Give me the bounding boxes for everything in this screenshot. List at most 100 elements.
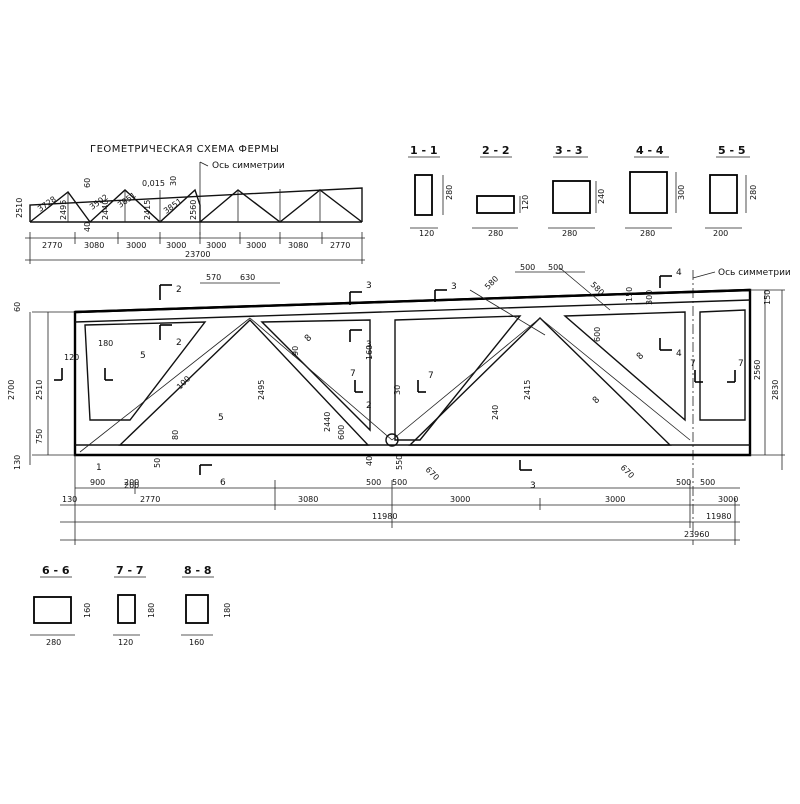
section-5-height: 280: [749, 185, 758, 200]
section-3-width: 280: [562, 229, 577, 238]
support-node: [385, 433, 399, 447]
opening-5: [408, 317, 672, 446]
section-5-title: 5 - 5: [718, 144, 746, 157]
scheme-web-left: [29, 188, 201, 224]
elev-120a: 120: [64, 353, 79, 362]
elev-500d: 500: [700, 478, 715, 487]
elev-bottom-3000b: 3000: [605, 495, 625, 504]
section-3-title: 3 - 3: [555, 144, 583, 157]
elev-bottom-130: 130: [62, 495, 77, 504]
cut-label-5b: 5: [140, 351, 146, 361]
scheme-title: ГЕОМЕТРИЧЕСКАЯ СХЕМА ФЕРМЫ: [90, 144, 279, 155]
cut-label-3: 3: [366, 281, 372, 291]
elev-left-height: 2700: [7, 380, 16, 400]
scheme-diagonal-5: 3851: [116, 191, 138, 210]
scheme-diagonal-7: 3851: [162, 197, 184, 216]
scheme-diagonal-1: 3728: [36, 195, 58, 214]
scheme-diagonal-2: 2495: [59, 200, 68, 220]
section-8-shape: [185, 594, 209, 624]
section-3-height: 240: [597, 189, 606, 204]
elev-bottom-3000c: 3000: [718, 495, 738, 504]
section-2-shape: [476, 195, 515, 214]
elev-160: 160: [365, 345, 374, 360]
scheme-total: 23700: [185, 250, 210, 259]
elev-750: 750: [35, 429, 44, 444]
symmetry-leader: [199, 161, 209, 167]
section-4-width: 280: [640, 229, 655, 238]
scheme-panel-6: 3000: [246, 241, 266, 250]
elev-180a: 180: [98, 339, 113, 348]
elev-80a: 80: [171, 430, 180, 440]
elev-bottom-3000a: 3000: [450, 495, 470, 504]
scheme-height: 2510: [15, 198, 24, 218]
elev-200a: 200: [124, 481, 139, 490]
elev-bottom-200: 200: [124, 478, 139, 487]
section-1-width: 120: [419, 229, 434, 238]
scheme-panel-3: 3000: [126, 241, 146, 250]
section-1-shape: [414, 174, 433, 216]
elev-90a: 90: [291, 346, 300, 356]
opening-1: [84, 321, 207, 421]
elev-top-580a: 580: [483, 274, 500, 291]
elev-half-right: 11980: [706, 512, 731, 521]
elev-600: 600: [337, 425, 346, 440]
scheme-panel-7: 3080: [288, 241, 308, 250]
elev-bottom-2770: 2770: [140, 495, 160, 504]
elev-bottom-3080: 3080: [298, 495, 318, 504]
elev-550: 550: [395, 455, 404, 470]
section-2-title: 2 - 2: [482, 144, 510, 157]
elev-bottom-900: 900: [90, 478, 105, 487]
elev-670b: 670: [619, 463, 636, 480]
opening-4: [394, 315, 522, 441]
section-8-title: 8 - 8: [184, 564, 212, 577]
section-6-width: 280: [46, 638, 61, 647]
scheme-top-chord: [29, 187, 363, 222]
truss-elevation: Ось симметрии: [7, 263, 791, 545]
elev-top-630: 630: [240, 273, 255, 282]
section-7-shape: [117, 594, 136, 624]
section-7-title: 7 - 7: [116, 564, 144, 577]
elev-100a: 100: [175, 374, 192, 391]
scheme-diagonal-8: 2560: [189, 200, 198, 220]
section-1-title: 1 - 1: [410, 144, 438, 157]
section-4-shape: [629, 171, 668, 214]
elev-right-height: 2830: [771, 380, 780, 400]
cut-label-7: 7: [350, 369, 356, 379]
section-6-shape: [33, 596, 72, 624]
elevation-symmetry-axis: Ось симметрии: [718, 268, 791, 278]
elev-half: 11980: [372, 512, 397, 521]
scheme-slope: 0,015: [142, 179, 165, 188]
section-1-height: 280: [445, 185, 454, 200]
elev-240: 240: [491, 405, 500, 420]
elev-top-60: 60: [13, 302, 22, 312]
opening-7: [699, 309, 746, 421]
elev-total: 23960: [684, 530, 709, 539]
elev-670a: 670: [424, 465, 441, 482]
section-2-height: 120: [521, 195, 530, 210]
elev-top-300: 300: [645, 290, 654, 305]
elev-top-150b: 150: [763, 290, 772, 305]
elev-top-500a: 500: [520, 263, 535, 272]
cut-label-1: 1: [96, 463, 102, 473]
cut-label-4: 4: [676, 268, 682, 278]
elev-2440: 2440: [323, 412, 332, 432]
elev-bottom-dimlines: [60, 455, 740, 545]
elev-top-570: 570: [206, 273, 221, 282]
section-7-height: 180: [147, 603, 156, 618]
section-8-width: 160: [189, 638, 204, 647]
section-4-title: 4 - 4: [636, 144, 664, 157]
elev-40a: 40: [365, 456, 374, 466]
sections-top: 1 - 1 120 280 2 - 2 280 120 3 - 3 280 24…: [408, 144, 758, 238]
cut-label-2c: 2: [366, 401, 372, 411]
scheme-panel-1: 2770: [42, 241, 62, 250]
elev-top-150a: 150: [625, 287, 634, 302]
scheme-small-2: 40: [83, 222, 92, 232]
section-6-height: 160: [83, 603, 92, 618]
cut-label-8: 8: [303, 333, 314, 344]
construction-lines: [79, 267, 691, 453]
scheme-small-1: 60: [83, 178, 92, 188]
elev-right-inner: 2560: [753, 360, 762, 380]
elev-top-500b: 500: [548, 263, 563, 272]
